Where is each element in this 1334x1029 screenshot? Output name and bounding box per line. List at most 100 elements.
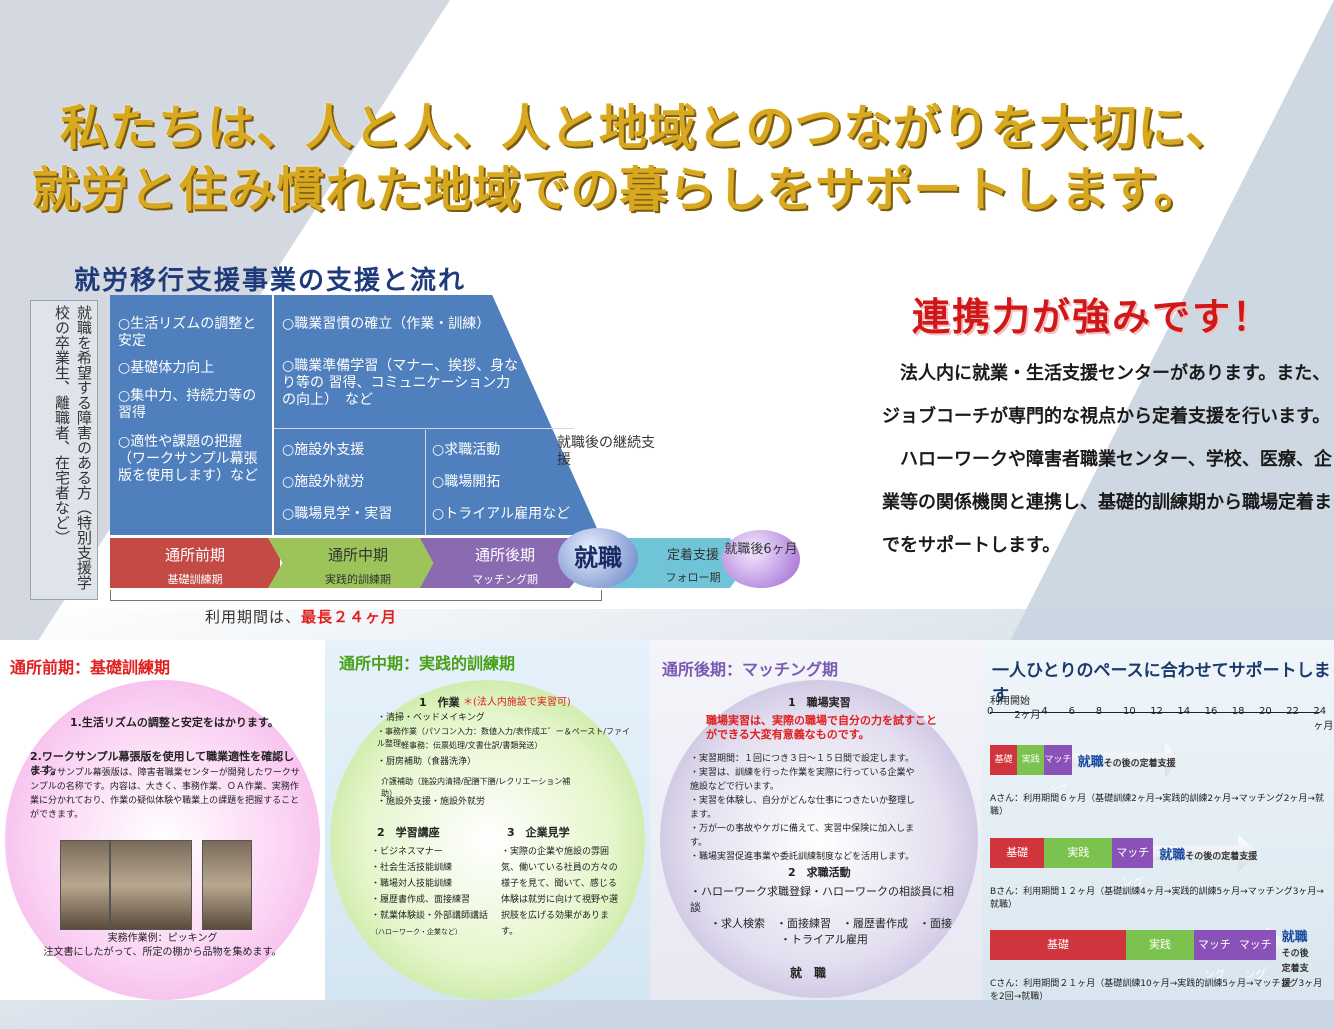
period-bracket — [110, 590, 602, 601]
tick-10: 20 — [1259, 706, 1272, 717]
tick-5: 10 — [1123, 706, 1136, 717]
column-divider-2 — [425, 430, 426, 535]
col1-item-3: ○集中力、持続力等の習得 — [118, 388, 257, 421]
phase-late-sub: マッチング期 — [472, 573, 538, 586]
s1-late-item-2: ・実習は、訓練を行った作業を実際に行っている企業や施設などで行います。 — [690, 768, 915, 792]
start-label: 利用開始 — [990, 696, 1030, 707]
phase-late-name: 通所後期 — [474, 546, 535, 564]
s2-item-6: （ハローワーク・企業など） — [371, 928, 462, 936]
s2-item-1: ・ビジネスマナー — [371, 847, 443, 857]
row-divider — [274, 428, 574, 429]
panel-middle-s1-item-6: ・施設外支援・施設外就労 — [377, 797, 486, 807]
bar-0-jissen-1: 実践 — [1017, 745, 1045, 775]
panel-middle-s2-items: ・ビジネスマナー ・社会生活技能訓練 ・職場対人技能訓練 ・履歴書作成、面接練習… — [371, 844, 501, 940]
bar-2-kiso-0: 基礎 — [990, 930, 1126, 960]
phase-early-name: 通所前期 — [164, 546, 225, 564]
period-prefix: 利用期間は、 — [205, 608, 302, 626]
panel-late-shushoku: 就 職 — [790, 966, 827, 980]
panel-middle-s1-item-3: 軽事務：伝票処理/文書仕訳/書類発送） — [401, 741, 543, 750]
column-divider — [272, 295, 274, 535]
s2-item-3: ・職場対人技能訓練 — [371, 879, 453, 889]
after-support-1: その後の定着支援 — [1185, 852, 1258, 862]
col1-item-4: ○適性や課題の把握（ワークサンプル幕張版を使用します）など — [118, 434, 258, 484]
col3-item-1: ○求職活動 — [432, 442, 501, 458]
panel-middle-s1: 1 作業 — [419, 696, 460, 709]
flow-title: 就労移行支援事業の支援と流れ — [74, 266, 467, 296]
tick-9: 18 — [1231, 706, 1245, 717]
col2-item-2: ○職業準備学習（マナー、挨拶、身なり等の 習得、コミュニケーション力の向上） な… — [282, 358, 519, 408]
panel-early-body: ワークサンプル幕張版は、障害者職業センターが開発したワークサンプルの名称です。内… — [30, 768, 300, 820]
phase-follow-name: 定着支援 — [666, 548, 719, 563]
strength-paragraph-2: ハローワークや障害者職業センター、学校、医療、企業等の関係機関と連携し、基礎的訓… — [882, 449, 1332, 556]
schedule-title: 一人ひとりのペースに合わせてサポートします — [992, 661, 1331, 706]
timeline-axis — [990, 712, 1320, 713]
panel-late-s1-red: 職場実習は、実際の職場で自分の力を試すことができる大変有意義なものです。 — [706, 714, 937, 741]
panel-early-caption-1: 実務作業例：ピッキング — [107, 933, 218, 944]
s1-late-item-5: ・職場実習促進事業や委託訓練制度などを活用します。 — [690, 852, 915, 862]
col1-item-1: ○生活リズムの調整と安定 — [118, 316, 257, 349]
panel-late-title: 通所後期：マッチング期 — [662, 660, 839, 679]
panel-late: 通所後期：マッチング期 1 職場実習 職場実習は、実際の職場で自分の力を試すこと… — [650, 640, 982, 1000]
s2-late-item-3: ・トライアル雇用 — [780, 933, 868, 946]
tick-11: 22 — [1286, 706, 1299, 717]
col2-item-5: ○職場見学・実習 — [282, 506, 393, 522]
tick-8: 16 — [1204, 706, 1218, 717]
shushoku-label-2: 就職その後定着支援 — [1281, 930, 1309, 989]
strength-paragraph-1: 法人内に就業・生活支援センターがあります。また、ジョブコーチが専門的な視点から定… — [882, 363, 1331, 427]
panel-middle-title: 通所中期：実践的訓練期 — [339, 654, 516, 673]
col2-item-3: ○施設外支援 — [282, 442, 365, 458]
panel-middle: 通所中期：実践的訓練期 1 作業 ＊(法人内施設で実習可) ・清掃・ベッドメイキ… — [325, 640, 650, 1000]
s2-item-2: ・社会生活技能訓練 — [371, 863, 453, 873]
strength-body: 法人内に就業・生活支援センターがあります。また、ジョブコーチが専門的な視点から定… — [882, 352, 1332, 567]
s1-late-item-1: ・実習期間：１回につき３日～１５日間で設定します。 — [690, 754, 915, 764]
panel-early-heading-2: 2.ワークサンプル幕張版を使用して職業適性を確認します。 — [30, 750, 295, 777]
s2-item-4: ・履歴書作成、面接練習 — [371, 895, 471, 905]
bar-1-kiso-0: 基礎 — [990, 838, 1045, 868]
panel-middle-s1-note: ＊(法人内施設で実習可) — [463, 697, 571, 708]
bar-1-jissen-1: 実践 — [1044, 838, 1113, 868]
target-label: 就職を希望する障害のある方（特別支援学校の卒業生、離職者、在宅者など） — [30, 300, 98, 600]
panel-late-s2: 2 求職活動 — [788, 866, 851, 879]
after-support-label: 就職後の継続支援 — [557, 435, 655, 468]
s2-item-5: ・就業体験談・外部講師講話 — [371, 911, 489, 921]
s1-late-item-4: ・万が一の事故やケガに備えて、実習中保険に加入します。 — [690, 824, 915, 848]
period-value: 最長２４ヶ月 — [301, 608, 398, 626]
after-support-2: その後定着支援 — [1281, 949, 1309, 989]
tick-1: 2ヶ月 — [1014, 710, 1041, 721]
tick-4: 8 — [1095, 706, 1103, 717]
col2-item-1: ○職業習慣の確立（作業・訓練） — [282, 316, 491, 332]
phase-follow-sub: フォロー期 — [665, 571, 721, 584]
phase-middle-sub: 実践的訓練期 — [325, 573, 391, 586]
phase-middle: 通所中期 実践的訓練期 — [268, 538, 448, 588]
col2-item-4: ○施設外就労 — [282, 474, 365, 490]
panel-middle-s3: 3 企業見学 — [507, 826, 570, 839]
s1-late-item-3: ・実習を体験し、自分がどんな仕事につきたいか整理します。 — [690, 796, 916, 820]
panel-middle-s2: 2 学習講座 — [377, 826, 440, 839]
period-text: 利用期間は、最長２４ヶ月 — [205, 606, 397, 627]
phase-early: 通所前期 基礎訓練期 — [110, 538, 280, 588]
after-support-0: その後の定着支援 — [1103, 759, 1176, 769]
col3-item-3: ○トライアル雇用など — [432, 506, 571, 522]
panel-late-s2-items: ・ハローワーク求職登録・ハローワークの相談員に相談 ・求人検索 ・面接練習 ・履… — [690, 884, 960, 948]
row-desc-1: Bさん：利用期間１２ヶ月（基礎訓練4ヶ月→実践的訓練5ヶ月→マッチング3ヶ月→就… — [990, 887, 1324, 910]
panel-middle-s1-item-2: ・事務作業（パソコン入力：数値入力/表作成エ゛ー＆ペースト/ファイル整理 — [377, 727, 630, 748]
shushoku-label-0: 就職その後の定着支援 — [1077, 755, 1176, 770]
shushoku-label-1: 就職その後の定着支援 — [1159, 848, 1258, 863]
s2-late-item-1: ・ハローワーク求職登録・ハローワークの相談員に相談 — [690, 885, 954, 914]
phase-middle-name: 通所中期 — [327, 546, 388, 564]
tick-12: 24ヶ月 — [1313, 706, 1334, 732]
tick-2: 4 — [1041, 706, 1048, 717]
tick-6: 12 — [1150, 706, 1163, 717]
s2-late-item-2: ・求人検索 ・面接練習 ・履歴書作成 ・面接 — [710, 917, 952, 930]
panel-late-circle — [660, 680, 978, 998]
row-desc-2: Cさん：利用期間２１ヶ月（基礎訓練10ヶ月→実践的訓練5ヶ月→マッチング3ヶ月を… — [990, 979, 1323, 1002]
bar-2-jissen-1: 実践 — [1126, 930, 1194, 960]
panel-early: 通所前期：基礎訓練期 1.生活リズムの調整と安定をはかります。 2.ワークサンプ… — [0, 640, 325, 1000]
panel-middle-s1-item-4: ・厨房補助（食器洗浄） — [377, 757, 477, 767]
bar-2-matching-3: マッチング — [1234, 930, 1276, 981]
panel-early-title: 通所前期：基礎訓練期 — [10, 658, 171, 677]
panel-middle-s1-item-1: ・清掃・ベッドメイキング — [377, 713, 485, 723]
panel-late-s1-items: ・実習期間：１回につき３日～１５日間で設定します。 ・実習は、訓練を行った作業を… — [690, 752, 920, 864]
panel-early-caption-2: 注文書にしたがって、所定の棚から品物を集めます。 — [43, 947, 282, 958]
